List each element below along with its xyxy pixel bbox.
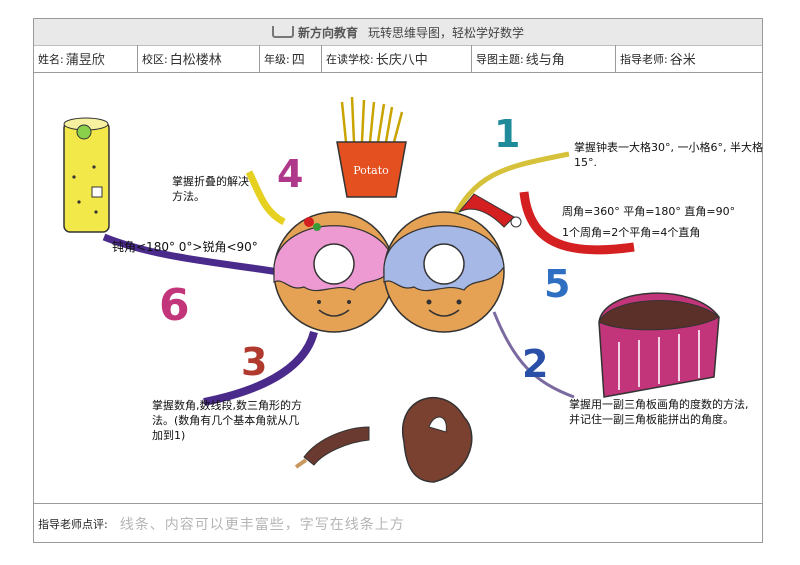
name-label: 姓名: <box>38 52 64 66</box>
campus-label: 校区: <box>142 52 168 66</box>
name-value: 蒲昱欣 <box>65 53 105 68</box>
branch-5-line-1: 周角=360° 平角=180° 直角=90° <box>562 205 736 218</box>
fries-label: Potato <box>353 164 389 177</box>
school-value: 长庆八中 <box>375 53 428 68</box>
school-cell: 在读学校: 长庆八中 <box>322 45 472 72</box>
worksheet: 新方向教育 玩转思维导图，轻松学好数学 姓名: 蒲昱欣 校区: 白松楼林 年级:… <box>33 18 763 543</box>
cake-icon <box>598 292 720 398</box>
branch-1-number: 1 <box>494 112 521 156</box>
topic-value: 线与角 <box>525 53 565 68</box>
branch-3-number: 3 <box>241 340 268 384</box>
topic-cell: 导图主题: 线与角 <box>472 45 616 72</box>
juice-glass-icon <box>63 117 110 233</box>
teacher-value: 谷米 <box>669 53 696 68</box>
branch-3-line <box>203 330 318 406</box>
branch-1-text: 掌握钟表一大格30°, 一小格6°, 半大格15°. <box>574 141 763 169</box>
campus-cell: 校区: 白松楼林 <box>138 45 260 72</box>
mind-map-canvas: Potato <box>34 72 763 492</box>
teacher-comment-text: 线条、内容可以更丰富些，字写在线条上方 <box>119 516 405 533</box>
branch-4-number: 4 <box>277 152 304 196</box>
ice-cream-bar-icon <box>294 426 370 469</box>
branch-4-text: 掌握折叠的解决方法。 <box>172 175 249 203</box>
branch-6-line <box>102 233 280 276</box>
teacher-label: 指导老师: <box>620 52 668 66</box>
campus-value: 白松楼林 <box>169 53 222 68</box>
name-cell: 姓名: 蒲昱欣 <box>34 45 138 72</box>
topic-label: 导图主题: <box>476 52 524 66</box>
book-logo-icon <box>271 26 294 38</box>
grade-value: 四 <box>291 53 305 68</box>
branch-2-text: 掌握用一副三角板画角的度数的方法,并记住一副三角板能拼出的角度。 <box>569 398 749 426</box>
school-label: 在读学校: <box>326 52 374 66</box>
branch-5-line <box>519 191 635 255</box>
pink-donut-icon <box>273 211 395 333</box>
teacher-cell: 指导老师: 谷米 <box>616 45 762 72</box>
branch-3-text: 掌握数角,数线段,数三角形的方法。(数角有几个基本角就从几加到1) <box>152 399 302 442</box>
french-fries-icon: Potato <box>336 96 407 198</box>
brand-name: 新方向教育 <box>297 25 358 40</box>
info-row: 姓名: 蒲昱欣 校区: 白松楼林 年级: 四 在读学校: 长庆八中 导图主题: … <box>34 45 762 73</box>
branch-4-line <box>245 170 286 226</box>
teacher-comment-row: 指导老师点评: 线条、内容可以更丰富些，字写在线条上方 <box>34 503 762 543</box>
branch-2-line <box>492 311 575 399</box>
blue-donut-icon <box>383 193 522 333</box>
grade-label: 年级: <box>264 52 290 66</box>
teacher-comment-label: 指导老师点评: <box>38 517 108 531</box>
grade-cell: 年级: 四 <box>260 45 322 72</box>
branch-5-number: 5 <box>544 262 571 306</box>
branch-2-number: 2 <box>522 342 549 386</box>
slogan: 玩转思维导图，轻松学好数学 <box>368 25 525 40</box>
branch-5-line-2: 1个周角=2个平角=4个直角 <box>562 226 701 239</box>
branch-6-number: 6 <box>159 280 190 331</box>
branch-1-line <box>446 151 570 229</box>
mind-map-drawing: Potato <box>63 96 720 483</box>
branch-5-text: 周角=360° 平角=180° 直角=90° 1个周角=2个平角=4个直角 <box>562 204 762 240</box>
header-banner: 新方向教育 玩转思维导图，轻松学好数学 <box>34 19 762 46</box>
chocolate-icon <box>401 397 473 483</box>
branch-6-text: 钝角<180° 0°>锐角<90° <box>112 240 258 254</box>
